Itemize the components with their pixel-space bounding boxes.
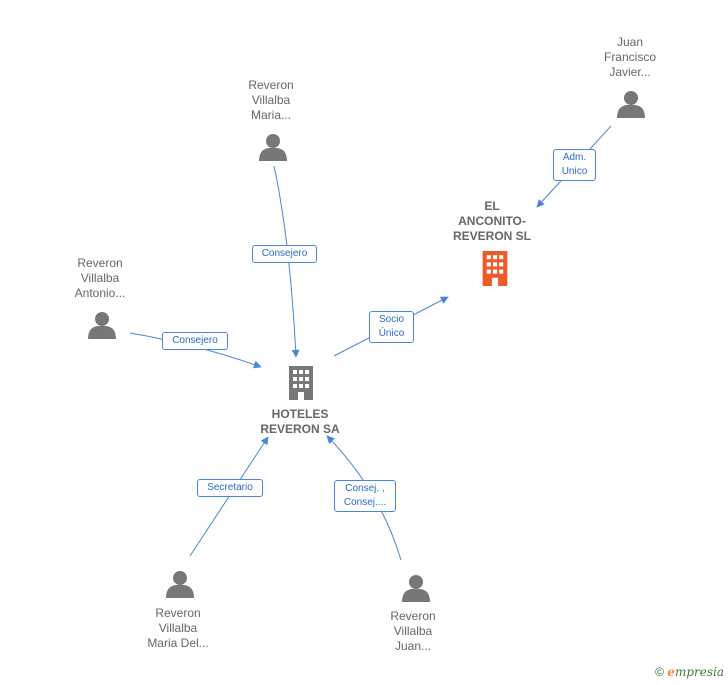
label-line: ANCONITO- [458, 214, 526, 228]
label-line: Villalba [80, 271, 120, 285]
edge-label-line: Consej. , [345, 483, 385, 494]
edge-label-consej[interactable]: Consej. , Consej.... [334, 480, 396, 512]
building-icon-hoteles[interactable] [287, 366, 315, 405]
person-label-antonio[interactable]: Reveron Villalba Antonio... [50, 256, 150, 301]
company-label-hoteles[interactable]: HOTELES REVERON SA [240, 407, 360, 437]
person-label-juan[interactable]: Reveron Villalba Juan... [363, 609, 463, 654]
label-line: Juan [616, 35, 644, 49]
edge-label-adm-unico[interactable]: Adm. Unico [553, 149, 596, 181]
edge-label-secretario[interactable]: Secretario [197, 479, 263, 497]
edge-label-line: Consejero [261, 248, 308, 259]
label-line: Villalba [393, 624, 433, 638]
label-line: Javier... [609, 65, 651, 79]
building-icon-anconito[interactable] [480, 251, 510, 291]
label-line: Villalba [251, 93, 291, 107]
edge-label-socio-unico[interactable]: Socio Único [369, 311, 414, 343]
person-label-maria[interactable]: Reveron Villalba Maria... [221, 78, 321, 123]
edge-label-line: Secretario [207, 482, 253, 493]
label-line: Reveron [390, 609, 436, 623]
label-line: Villalba [158, 621, 198, 635]
edge-label-line: Consej.... [343, 497, 387, 508]
edge-label-consejero-top[interactable]: Consejero [252, 245, 317, 263]
label-line: Maria... [250, 108, 291, 122]
edge-label-line: Socio [378, 314, 404, 325]
label-line: Francisco [603, 50, 656, 64]
person-icon-antonio[interactable] [88, 311, 116, 344]
label-line: Juan... [394, 639, 432, 653]
label-line: Reveron [77, 256, 123, 270]
label-line: Antonio... [74, 286, 126, 300]
label-line: Reveron [155, 606, 201, 620]
edge-label-line: Consejero [172, 335, 218, 346]
person-icon-maria-del[interactable] [166, 570, 194, 603]
edge-label-line: Único [378, 328, 405, 339]
person-icon-juan-francisco[interactable] [617, 90, 645, 123]
label-line: REVERON SA [260, 422, 340, 436]
label-line: EL [484, 199, 500, 213]
label-line: REVERON SL [452, 229, 531, 243]
edge-label-line: Unico [561, 166, 588, 177]
company-label-anconito[interactable]: EL ANCONITO- REVERON SL [432, 199, 552, 244]
label-line: Reveron [248, 78, 294, 92]
empresia-watermark: © empresia [655, 665, 724, 679]
person-icon-juan[interactable] [402, 574, 430, 607]
label-line: HOTELES [271, 407, 329, 421]
empresia-logo: empresia [667, 665, 724, 679]
logo-text: mpresia [674, 665, 724, 679]
person-label-maria-del[interactable]: Reveron Villalba Maria Del... [128, 606, 228, 651]
logo-initial: e [667, 665, 675, 679]
person-icon-maria[interactable] [259, 133, 287, 166]
edge-label-line: Adm. [562, 152, 587, 163]
edge-label-consejero-left[interactable]: Consejero [162, 332, 228, 350]
person-label-juan-francisco[interactable]: Juan Francisco Javier... [580, 35, 680, 80]
label-line: Maria Del... [147, 636, 209, 650]
copyright-symbol: © [655, 665, 664, 679]
